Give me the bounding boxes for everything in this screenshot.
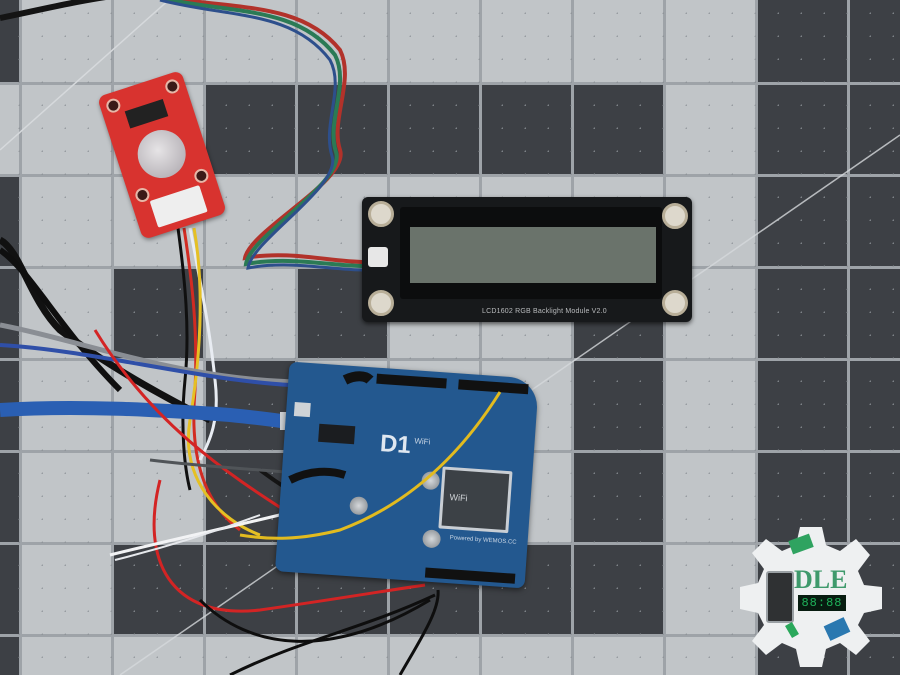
lcd-module: LCD1602 RGB Backlight Module V2.0 <box>362 197 692 322</box>
lcd-connector <box>368 247 388 267</box>
lcd-screen <box>410 227 656 283</box>
logo-clock-display: 88:88 <box>798 595 846 611</box>
multimeter-icon <box>766 571 794 623</box>
lcd-label: LCD1602 RGB Backlight Module V2.0 <box>482 308 607 315</box>
logo-text: DLE <box>794 565 848 594</box>
dle-watermark-logo: DLE 88:88 <box>740 525 882 667</box>
